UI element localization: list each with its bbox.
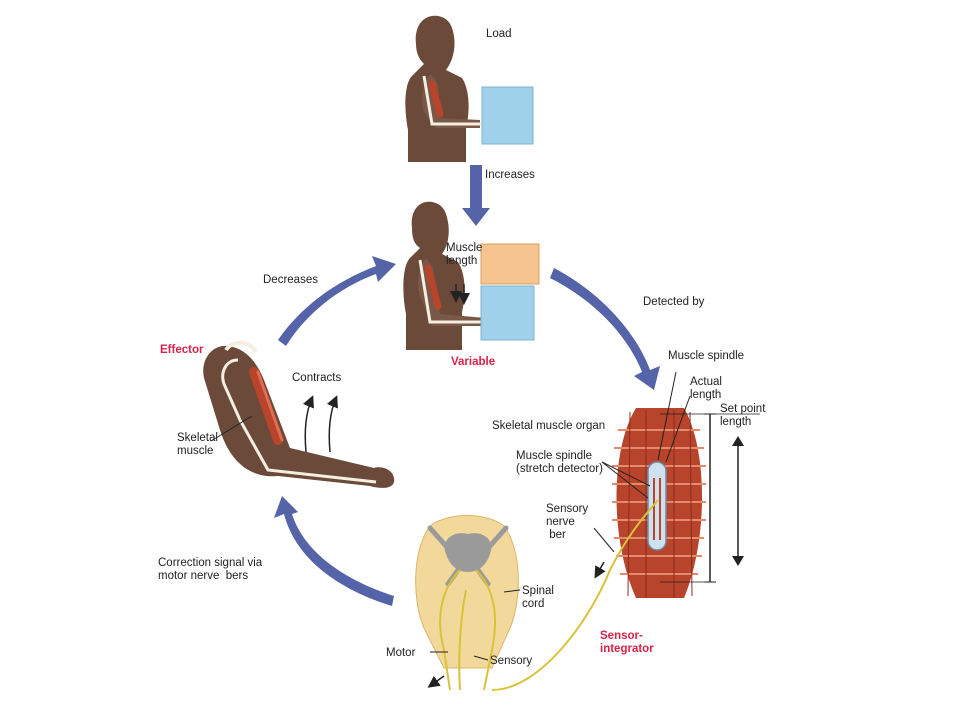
increases-arrow (462, 165, 490, 226)
variable-label: Variable (451, 356, 496, 368)
skeletal-muscle-label: Skeletal muscle (177, 432, 218, 457)
woman-load-figure (405, 15, 534, 163)
correction-signal-label: Correction signal via motor nerve bers (158, 557, 263, 582)
effector-arm (203, 340, 395, 488)
contracts-label: Contracts (292, 372, 342, 384)
decreases-label: Decreases (263, 274, 318, 286)
detected-by-label: Detected by (643, 296, 705, 308)
load-label: Load (486, 28, 512, 40)
load-box-2 (480, 285, 535, 341)
sensory-nerve-fiber-label: Sensory nerve ber (546, 503, 589, 541)
muscle-spindle-stretch-label: Muscle spindle (stretch detector) (516, 450, 603, 475)
load-box (481, 86, 534, 145)
spinal-cord (415, 515, 519, 669)
nerve-fibers (439, 499, 659, 691)
skeletal-muscle-organ-label: Skeletal muscle organ (492, 420, 606, 432)
spinal-cord-label: Spinal cord (522, 585, 554, 610)
sensory-label: Sensory (490, 655, 533, 667)
stretched-load-box (480, 243, 540, 285)
motor-label: Motor (386, 647, 416, 659)
actual-length-label: Actual length (690, 376, 722, 401)
skeletal-muscle-organ (612, 408, 706, 598)
effector-label: Effector (160, 344, 204, 356)
decreases-arrow (278, 256, 396, 346)
muscle-spindle-label: Muscle spindle (668, 350, 745, 362)
muscle-length-label: Muscle length (446, 242, 483, 267)
muscle-spindle (647, 461, 667, 551)
woman-variable-figure (403, 201, 540, 350)
increases-label: Increases (485, 169, 535, 181)
correction-signal-arrow (274, 496, 394, 606)
set-point-length-label: Set point length (720, 403, 766, 428)
detected-by-arrow (550, 268, 660, 390)
sensor-integrator-label: Sensor- integrator (600, 630, 654, 655)
